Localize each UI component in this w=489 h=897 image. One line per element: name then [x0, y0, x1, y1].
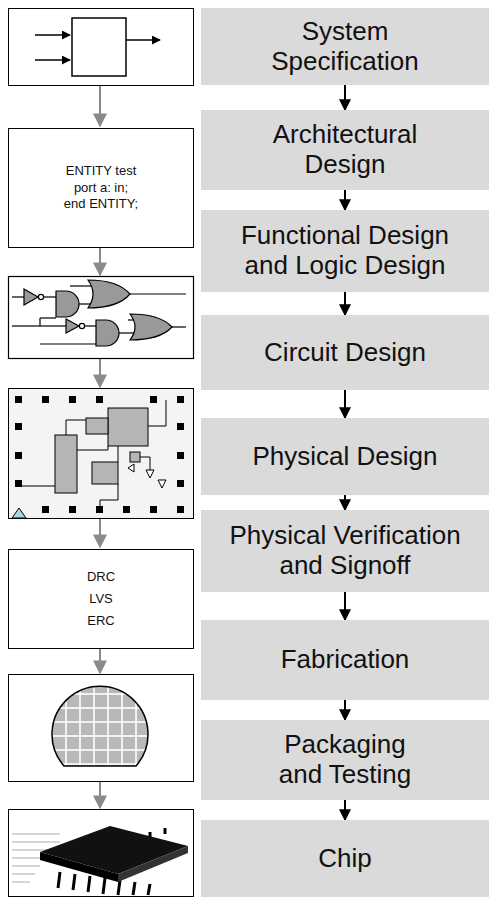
flow-arrow: [344, 190, 346, 210]
step-label: Packaging and Testing: [270, 730, 420, 790]
block-symbol: [9, 9, 194, 86]
flow-arrow: [344, 700, 346, 720]
code-line: port a: in;: [74, 180, 128, 197]
process-box: Physical Design: [201, 418, 489, 495]
text-panel: ENTITY testport a: in;end ENTITY;: [8, 128, 194, 248]
flow-arrow: [344, 390, 346, 418]
process-box: Functional Design and Logic Design: [201, 210, 489, 292]
wafer-picture: [9, 675, 194, 782]
flow-arrow: [344, 495, 346, 510]
process-box: Chip: [201, 820, 489, 897]
chip-picture: [9, 810, 194, 897]
flow-arrow: [344, 592, 346, 620]
process-box: Fabrication: [201, 620, 489, 700]
process-box: Architectural Design: [201, 110, 489, 190]
flow-arrow: [344, 292, 346, 315]
text-panel: DRCLVSERC: [8, 549, 194, 649]
step-label: Architectural Design: [253, 120, 438, 180]
step-label: System Specification: [258, 17, 433, 77]
flow-arrow: [344, 800, 346, 820]
process-box: Packaging and Testing: [201, 720, 489, 800]
process-box: Physical Verification and Signoff: [201, 510, 489, 592]
code-line: LVS: [89, 588, 113, 610]
step-label: Physical Verification and Signoff: [205, 521, 485, 581]
flow-arrow: [344, 85, 346, 110]
step-label: Physical Design: [253, 442, 438, 472]
step-label: Functional Design and Logic Design: [225, 221, 465, 281]
code-line: end ENTITY;: [64, 196, 138, 213]
code-line: DRC: [87, 566, 115, 588]
process-box: Circuit Design: [201, 315, 489, 390]
logic-gates: [9, 277, 194, 359]
process-box: System Specification: [201, 8, 489, 85]
step-label: Chip: [318, 844, 371, 874]
layout-picture: [9, 389, 194, 519]
code-line: ERC: [87, 610, 114, 632]
step-label: Fabrication: [281, 645, 410, 675]
step-label: Circuit Design: [264, 338, 426, 368]
code-line: ENTITY test: [66, 163, 137, 180]
